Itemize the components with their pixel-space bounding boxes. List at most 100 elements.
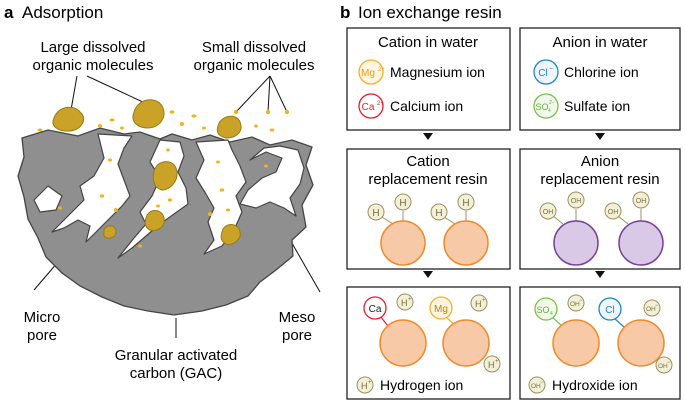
label-meso-line1: Meso: [279, 309, 316, 326]
so4-charge: 2−: [549, 100, 555, 106]
ca-ion-icon: [358, 93, 384, 119]
so4-bound-icon: [534, 297, 558, 321]
small-molecule: [219, 188, 225, 192]
cl-ion-icon: [533, 59, 559, 85]
oh-label: OH: [543, 209, 554, 216]
ca-ion-name: Calcium ion: [390, 98, 463, 114]
small-molecule: [156, 204, 160, 208]
small-molecule: [191, 114, 197, 118]
ohminus-sign: −: [579, 298, 583, 304]
small-molecule: [180, 122, 184, 126]
arrow-down: [595, 133, 605, 140]
anion-resin-heading-line1: Anion: [581, 153, 619, 170]
cation-result-bead: [379, 319, 427, 367]
small-molecule: [226, 208, 230, 212]
leader-lines: [33, 75, 321, 338]
cl-bound-icon: [598, 297, 622, 321]
mg-bound-label: Mg: [434, 304, 448, 315]
anion-resin-bead: [618, 220, 664, 266]
cl-bound-label: Cl: [605, 305, 614, 316]
hplus-label: H: [361, 381, 368, 391]
small-molecule: [269, 128, 275, 132]
ohminus-label: OH: [658, 363, 668, 370]
small-organic-molecules: [37, 109, 290, 248]
panel-b-letter: b: [340, 3, 350, 22]
ohminus-sign: −: [667, 360, 671, 366]
label-micro-line1: Micro: [24, 309, 61, 326]
ohminus-sign: −: [655, 303, 659, 309]
panel-a-letter: a: [4, 3, 14, 22]
label-small-line1: Small dissolved: [202, 39, 306, 56]
mg-ion-name: Magnesium ion: [390, 64, 485, 80]
large-molecule: [216, 115, 242, 139]
so4-bound-label: SO: [536, 305, 549, 315]
small-molecule: [233, 109, 239, 115]
h-ion-icon: [394, 193, 412, 211]
arrow-down: [595, 271, 605, 278]
panel-b-boxes: [346, 27, 681, 400]
small-molecule: [114, 208, 118, 212]
small-molecule: [138, 244, 142, 248]
ohminus-sign: −: [540, 380, 544, 386]
oh-label: OH: [636, 198, 647, 205]
ca-bound-label: Ca: [369, 304, 382, 315]
arrow-down: [423, 133, 433, 140]
cl-ion-name: Chlorine ion: [564, 64, 639, 80]
ohminus-label: OH: [531, 383, 541, 390]
anion-result-bead: [552, 319, 600, 367]
hplus-ion-icon: [356, 376, 374, 394]
oh-ion-icon: [632, 191, 650, 209]
small-molecule: [108, 158, 112, 162]
hplus-label: H: [488, 360, 495, 370]
hydroxide-ion-legend: Hydroxide ion: [552, 377, 638, 393]
mg-symbol: Mg: [361, 68, 375, 79]
oh-ion-icon: [604, 202, 622, 220]
small-molecule: [37, 128, 43, 132]
box-cation-resin: [346, 148, 511, 270]
cation-result-bead: [442, 319, 490, 367]
oh-label: OH: [571, 198, 582, 205]
cation-resin-heading-line2: replacement resin: [368, 171, 487, 188]
cation-resin-h-ions: [367, 193, 475, 221]
anion-result-ohminus: [528, 294, 673, 394]
so4-ion-icon: [533, 93, 559, 119]
ca-bound-icon: [363, 296, 387, 320]
ca-symbol: Ca: [362, 102, 375, 113]
box-anion-resin: [519, 148, 681, 270]
oh-ion-icon: [567, 191, 585, 209]
large-molecule: [103, 225, 117, 239]
small-molecule: [120, 126, 124, 130]
h-ion-icon: [430, 203, 448, 221]
ohminus-label: OH: [570, 301, 580, 308]
cation-resin-heading-line1: Cation: [406, 153, 449, 170]
large-molecule: [52, 106, 85, 132]
mg-ion-icon: [358, 59, 384, 85]
hplus-label: H: [401, 298, 408, 308]
ohminus-ion-icon: [655, 356, 673, 374]
box-anion-in-water: [519, 27, 681, 131]
small-molecule: [98, 124, 102, 128]
hplus-sign: +: [482, 298, 486, 304]
box-cation-result: [346, 286, 511, 400]
anion-result-bead: [617, 319, 665, 367]
hplus-ion-icon: [470, 294, 488, 312]
label-micro-line2: pore: [27, 327, 57, 344]
anion-result-stems: [551, 316, 626, 329]
anion-resin-bead: [553, 220, 599, 266]
ohminus-ion-icon: [643, 299, 661, 317]
label-gac-line1: Granular activated: [115, 347, 238, 364]
ohminus-label: OH: [646, 306, 656, 313]
small-molecule: [208, 212, 212, 216]
label-large-line1: Large dissolved: [40, 39, 145, 56]
cation-result-hplus: [356, 293, 501, 394]
oh-ion-icon: [539, 202, 557, 220]
hplus-sign: +: [495, 359, 499, 365]
cation-box-heading: Cation in water: [378, 34, 478, 51]
box-anion-result: [519, 286, 681, 400]
small-molecule: [166, 148, 170, 152]
label-large-line2: organic molecules: [33, 57, 154, 74]
large-organic-molecules: [52, 99, 242, 245]
small-molecule: [284, 109, 290, 115]
cl-symbol: Cl: [538, 68, 547, 79]
